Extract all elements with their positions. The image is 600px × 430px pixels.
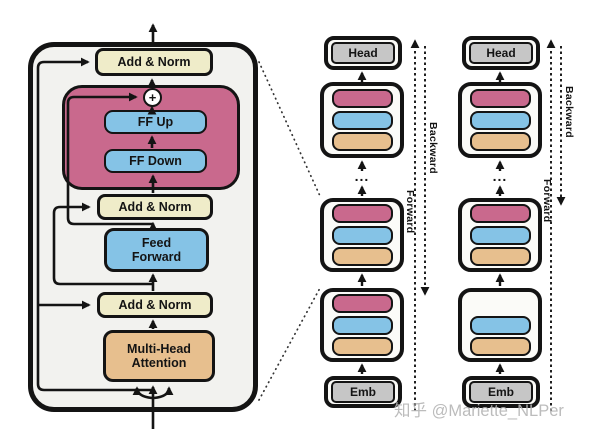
stack2-head-box: Head xyxy=(462,36,540,70)
stack2-emb-box: Emb xyxy=(462,376,540,408)
ff-up-label: FF Up xyxy=(137,115,174,129)
pink-pill xyxy=(469,204,531,224)
feed-forward-label: Feed Forward xyxy=(131,236,182,264)
stack1-head-label: Head xyxy=(348,46,378,60)
stack1-emb-pill: Emb xyxy=(331,381,395,403)
tan-pill xyxy=(331,336,393,356)
stack1-ellipsis: ... xyxy=(354,168,370,184)
blue-pill xyxy=(331,225,393,245)
stack2-ellipsis: ... xyxy=(492,168,508,184)
stack2-emb-pill: Emb xyxy=(469,381,533,403)
pink-pill xyxy=(331,294,393,314)
ff-up-box: FF Up xyxy=(104,110,207,134)
tan-pill xyxy=(469,336,531,356)
add-norm-bottom-box: Add & Norm xyxy=(97,292,213,318)
stack2-head-label: Head xyxy=(486,46,516,60)
blue-pill xyxy=(469,110,531,130)
stack2-forward-label: Forward xyxy=(541,179,553,223)
tan-pill xyxy=(469,246,531,266)
stack2-layer-bottom xyxy=(458,288,542,362)
pink-pill xyxy=(331,88,393,108)
stack1-backward-label: Backward xyxy=(427,122,439,175)
watermark: 知乎 @Mariette_NLPer xyxy=(394,402,564,420)
stack1-layer-top xyxy=(320,82,404,158)
feed-forward-box: Feed Forward xyxy=(104,228,209,272)
add-norm-top-label: Add & Norm xyxy=(117,55,191,69)
blue-pill xyxy=(331,315,393,335)
stack2-layer-top xyxy=(458,82,542,158)
stack2-emb-label: Emb xyxy=(487,385,514,399)
tan-pill xyxy=(331,246,393,266)
stack1-forward-label: Forward xyxy=(404,190,416,234)
add-norm-top-box: Add & Norm xyxy=(95,48,213,76)
tan-pill xyxy=(331,132,393,152)
stack2-backward-label: Backward xyxy=(563,86,575,139)
ff-down-label: FF Down xyxy=(129,154,182,168)
add-norm-mid-box: Add & Norm xyxy=(97,194,213,220)
stack2-layer-mid xyxy=(458,198,542,272)
blue-pill xyxy=(331,110,393,130)
add-junction-icon: + xyxy=(143,88,162,107)
stack1-layer-bottom xyxy=(320,288,404,362)
stack1-emb-label: Emb xyxy=(349,385,376,399)
multi-head-attention-label: Multi-Head Attention xyxy=(127,342,191,370)
pink-pill xyxy=(331,204,393,224)
stack1-layer-mid xyxy=(320,198,404,272)
stack1-head-pill: Head xyxy=(331,42,395,64)
plus-sign: + xyxy=(148,90,157,105)
multi-head-attention-box: Multi-Head Attention xyxy=(103,330,215,382)
blue-pill xyxy=(469,315,531,335)
ff-down-box: FF Down xyxy=(104,149,207,173)
tan-pill xyxy=(469,132,531,152)
blue-pill xyxy=(469,225,531,245)
stack1-emb-box: Emb xyxy=(324,376,402,408)
pink-pill xyxy=(469,88,531,108)
add-norm-bottom-label: Add & Norm xyxy=(118,298,192,312)
stack2-head-pill: Head xyxy=(469,42,533,64)
stack1-head-box: Head xyxy=(324,36,402,70)
add-norm-mid-label: Add & Norm xyxy=(118,200,192,214)
